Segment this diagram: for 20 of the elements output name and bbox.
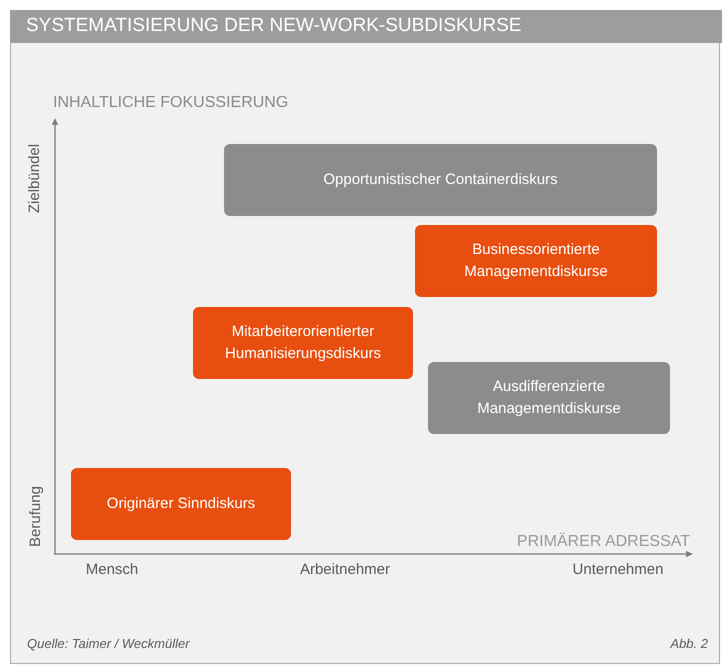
box-label: Opportunistischer Containerdiskurs [323, 170, 558, 190]
axis-label: Arbeitnehmer [300, 561, 390, 578]
axis-label: Zielbündel [26, 143, 44, 213]
box-label: Ausdifferenzierte Managementdiskurse [476, 377, 622, 419]
source-note: Quelle: Taimer / Weckmüller [27, 636, 190, 651]
category-box [193, 307, 413, 379]
category-box [71, 468, 291, 540]
figure-number: Abb. 2 [670, 636, 708, 651]
axis-label: Mensch [86, 561, 138, 578]
box-label: Originärer Sinndiskurs [106, 494, 256, 514]
category-box [224, 144, 657, 216]
axis-label: Berufung [26, 486, 44, 546]
axis-title: PRIMÄRER ADRESSAT [516, 533, 690, 551]
axis-label: Unternehmen [572, 561, 664, 578]
category-box [415, 225, 657, 297]
category-box [428, 362, 670, 434]
box-label: Businessorientierte Managementdiskurse [463, 240, 609, 282]
box-label: Mitarbeiterorientierter Humanisierungsdiskurs [224, 322, 382, 364]
title: SYSTEMATISIERUNG DER NEW-WORK-SUBDISKURSE [26, 15, 522, 37]
axis-title: INHALTLICHE FOKUSSIERUNG [53, 94, 288, 112]
